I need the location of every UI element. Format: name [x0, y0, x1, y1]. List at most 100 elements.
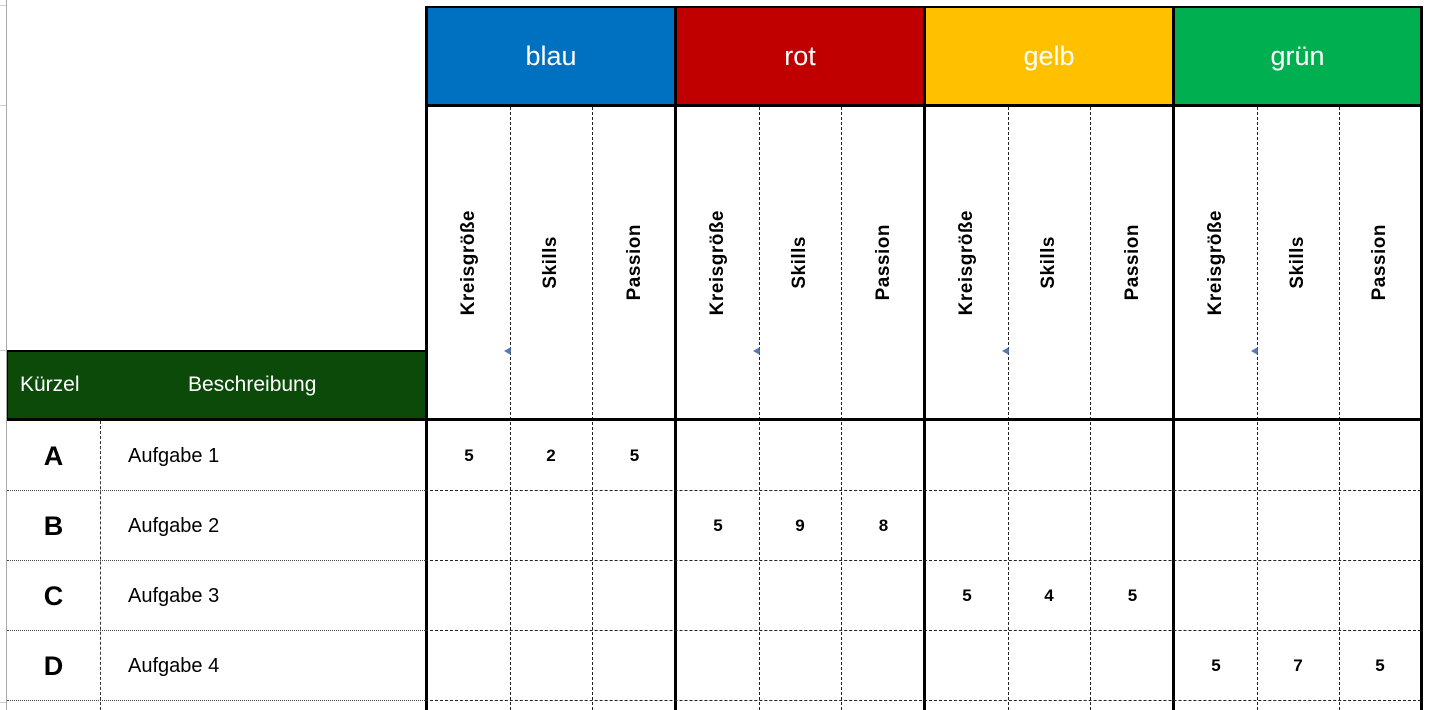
cell-beschreibung[interactable]: Aufgabe 3 [128, 585, 220, 607]
small-blue-arrow-icon [504, 347, 511, 355]
cell-value[interactable]: 5 [1211, 656, 1221, 675]
subheader-blau-kreisgroesse[interactable]: Kreisgröße [428, 107, 510, 418]
row-divider [425, 700, 1421, 701]
subheader-label: Skills [789, 236, 810, 289]
cell-value[interactable] [428, 491, 510, 561]
cell-value[interactable] [841, 561, 926, 631]
subheader-rot-skills[interactable]: Skills [759, 107, 841, 418]
cell-value[interactable] [510, 491, 592, 561]
row-divider [425, 560, 1421, 561]
row-divider [7, 490, 425, 491]
group-border [1172, 6, 1175, 710]
sheet-gridline [0, 350, 6, 351]
subheader-gruen-skills[interactable]: Skills [1257, 107, 1339, 418]
cell-value[interactable] [592, 561, 677, 631]
data-top-border [7, 418, 1421, 421]
cell-value[interactable]: 4 [1044, 586, 1054, 605]
left-header[interactable]: Kürzel Beschreibung [7, 350, 425, 418]
cell-kuerzel[interactable]: B [43, 511, 64, 541]
cell-kuerzel[interactable]: C [43, 581, 64, 611]
cell-value[interactable] [1339, 491, 1421, 561]
subheader-gelb-passion[interactable]: Passion [1090, 107, 1175, 418]
subheader-label: Skills [1287, 236, 1308, 289]
subheader-label: Kreisgröße [707, 209, 728, 316]
cell-value[interactable] [677, 631, 759, 701]
subheader-label: Kreisgröße [956, 209, 977, 316]
column-divider [1090, 107, 1091, 710]
small-blue-arrow-icon [753, 347, 760, 355]
group-label: grün [1270, 40, 1325, 71]
cell-value[interactable] [1008, 491, 1090, 561]
subheader-gruen-passion[interactable]: Passion [1339, 107, 1421, 418]
small-blue-arrow-icon [1002, 347, 1009, 355]
cell-value[interactable]: 7 [1293, 656, 1303, 675]
subheader-label: Passion [872, 224, 894, 301]
subheader-gelb-kreisgroesse[interactable]: Kreisgröße [926, 107, 1008, 418]
cell-value[interactable] [592, 491, 677, 561]
cell-value[interactable] [1175, 561, 1257, 631]
cell-value[interactable]: 5 [629, 446, 640, 465]
column-divider [841, 107, 842, 710]
cell-kuerzel[interactable]: D [43, 651, 64, 681]
column-divider [1257, 107, 1258, 710]
cell-value[interactable] [1175, 421, 1257, 491]
group-header-blau[interactable]: blau [428, 8, 674, 104]
cell-beschreibung[interactable]: Aufgabe 4 [128, 655, 220, 677]
group-header-gruen[interactable]: grün [1175, 8, 1420, 104]
beschreibung-header-label: Beschreibung [188, 373, 317, 396]
subheader-rot-kreisgroesse[interactable]: Kreisgröße [677, 107, 759, 418]
cell-value[interactable] [1008, 631, 1090, 701]
group-label: rot [784, 40, 816, 71]
subheader-gelb-skills[interactable]: Skills [1008, 107, 1090, 418]
subheader-rot-passion[interactable]: Passion [841, 107, 926, 418]
cell-value[interactable] [1339, 421, 1421, 491]
subheader-gruen-kreisgroesse[interactable]: Kreisgröße [1175, 107, 1257, 418]
group-header-rot[interactable]: rot [677, 8, 923, 104]
cell-beschreibung[interactable]: Aufgabe 1 [128, 445, 220, 467]
cell-value[interactable] [510, 631, 592, 701]
group-border [425, 6, 428, 710]
table-row-a: A Aufgabe 1 5 2 5 [7, 421, 1421, 491]
cell-value[interactable] [841, 631, 926, 701]
cell-value[interactable] [926, 421, 1008, 491]
cell-value[interactable] [841, 421, 926, 491]
cell-value[interactable]: 5 [1375, 656, 1385, 675]
cell-value[interactable] [759, 631, 841, 701]
cell-value[interactable]: 5 [713, 516, 723, 535]
cell-value[interactable] [1257, 561, 1339, 631]
subheader-blau-passion[interactable]: Passion [592, 107, 677, 418]
cell-value[interactable] [1257, 491, 1339, 561]
cell-value[interactable]: 2 [546, 446, 556, 465]
cell-beschreibung[interactable]: Aufgabe 2 [128, 515, 220, 537]
cell-value[interactable] [926, 491, 1008, 561]
cell-value[interactable]: 5 [1127, 586, 1138, 605]
cell-value[interactable] [1090, 631, 1175, 701]
cell-value[interactable] [428, 561, 510, 631]
group-header-gelb[interactable]: gelb [926, 8, 1172, 104]
cell-value[interactable] [759, 421, 841, 491]
cell-value[interactable] [926, 631, 1008, 701]
cell-value[interactable] [510, 561, 592, 631]
cell-value[interactable] [1257, 421, 1339, 491]
cell-value[interactable] [677, 421, 759, 491]
cell-value[interactable] [592, 631, 677, 701]
cell-value[interactable]: 5 [464, 446, 474, 465]
group-border [1420, 6, 1423, 710]
cell-kuerzel[interactable]: A [43, 441, 64, 471]
cell-value[interactable] [759, 561, 841, 631]
subheader-blau-skills[interactable]: Skills [510, 107, 592, 418]
cell-value[interactable] [1090, 421, 1175, 491]
cell-value[interactable] [1175, 491, 1257, 561]
cell-value[interactable] [1008, 421, 1090, 491]
group-label: blau [525, 40, 577, 71]
cell-value[interactable]: 8 [878, 516, 889, 535]
cell-value[interactable] [428, 631, 510, 701]
cell-value[interactable] [677, 561, 759, 631]
cell-value[interactable] [1339, 561, 1421, 631]
cell-value[interactable]: 5 [962, 586, 972, 605]
cell-value[interactable] [1090, 491, 1175, 561]
kuerzel-column-divider [100, 421, 101, 710]
row-divider [7, 560, 425, 561]
cell-value[interactable]: 9 [795, 516, 805, 535]
